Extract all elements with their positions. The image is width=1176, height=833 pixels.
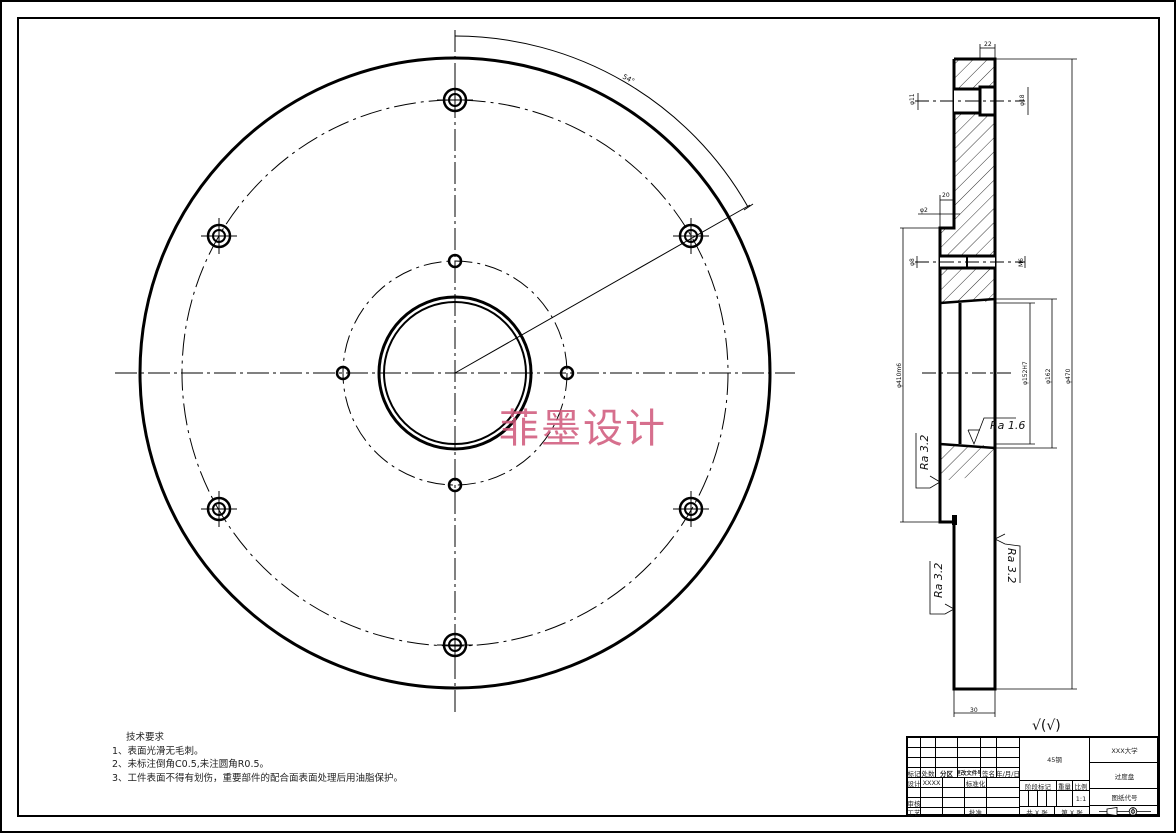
roughness-left-upper: Ra 3.2 xyxy=(918,435,931,470)
material: 45钢 xyxy=(1020,738,1090,781)
projection-symbol-icon xyxy=(1090,806,1159,816)
dim-top-width: 22 xyxy=(984,41,992,48)
angle-dimension-text: 54° xyxy=(621,73,636,86)
hole-crosshairs xyxy=(201,82,709,663)
dim-step-width: 20 xyxy=(942,192,950,199)
roughness-labels: Ra 1.6 Ra 3.2 Ra 3.2 Ra 3.2 √(√) xyxy=(918,419,1061,734)
roughness-right-lower: Ra 3.2 xyxy=(1005,548,1018,583)
label-mark: 标记 xyxy=(908,768,921,778)
dim-step-depth: φ2 xyxy=(920,207,928,214)
roughness-left-lower: Ra 3.2 xyxy=(932,563,945,598)
label-stage: 阶段标记 xyxy=(1020,781,1057,791)
angle-dimension-arc xyxy=(454,35,749,208)
label-weight: 重量 xyxy=(1057,781,1073,791)
roughness-bore: Ra 1.6 xyxy=(990,419,1025,432)
inner-border xyxy=(17,17,1160,817)
section-view xyxy=(900,44,1077,717)
dim-hole-right: φ18 xyxy=(1019,94,1026,106)
scale-value: 1:1 xyxy=(1073,791,1090,807)
dim-small-hole-left: φ8 xyxy=(909,258,916,266)
small-holes xyxy=(335,253,575,493)
dim-bore-diameter: φ152H7 xyxy=(1022,361,1029,385)
requirement-item: 1、表面光滑无毛刺。 xyxy=(112,745,204,757)
drawing-number-label: 图纸代号 xyxy=(1090,789,1159,806)
title-block: 标记 处数 分区 更改文件号 签名 年/月/日 设计 XXXX 标准化 审核 工… xyxy=(906,736,1159,816)
label-zone: 分区 xyxy=(936,768,958,778)
requirement-item: 2、未标注倒角C0.5,未注圆角R0.5。 xyxy=(112,759,270,770)
outer-circle xyxy=(138,56,772,690)
label-sign: 签名 xyxy=(981,768,997,778)
label-design: 设计 xyxy=(908,778,921,788)
bore-inner xyxy=(383,301,527,445)
label-date: 年/月/日 xyxy=(997,768,1020,778)
inner-pitch-circle xyxy=(342,260,568,486)
general-roughness: √(√) xyxy=(1032,718,1061,734)
label-approve: 批准 xyxy=(965,808,987,816)
sheet-number: 第 X 张 xyxy=(1055,807,1090,816)
school-name: XXX大学 xyxy=(1090,738,1159,763)
part-name: 过度盘 xyxy=(1090,763,1159,789)
label-count: 处数 xyxy=(921,768,936,778)
dim-hole-left: φ11 xyxy=(909,93,916,105)
label-scale: 比例 xyxy=(1073,781,1090,791)
label-process: 工艺 xyxy=(908,808,921,816)
designer-name: XXXX xyxy=(921,778,943,788)
bore-outer xyxy=(377,295,533,451)
dim-small-hole-right: M6 xyxy=(1018,258,1025,267)
section-dimension-labels: 22 φ11 φ18 20 φ2 φ8 M6 φ410m6 φ152H7 φ16… xyxy=(896,41,1072,714)
dim-overall-diameter: φ470 xyxy=(1065,368,1072,384)
dim-bottom-width: 30 xyxy=(970,707,978,714)
requirements-title: 技术要求 xyxy=(126,732,165,743)
angle-leader xyxy=(454,204,751,374)
roughness-symbols xyxy=(915,417,1021,615)
label-standardize: 标准化 xyxy=(965,778,987,788)
dim-left-diameter: φ410m6 xyxy=(896,363,903,388)
label-review: 审核 xyxy=(908,798,921,808)
watermark: 菲墨设计 xyxy=(499,406,667,452)
technical-requirements: 技术要求 1、表面光滑无毛刺。 2、未标注倒角C0.5,未注圆角R0.5。 3、… xyxy=(112,731,403,785)
front-view xyxy=(115,30,795,715)
label-change-doc: 更改文件号 xyxy=(958,768,981,778)
dim-bore-outer: φ162 xyxy=(1045,368,1052,384)
sheets-total: 共 X 张 xyxy=(1020,807,1055,816)
requirement-item: 3、工件表面不得有划伤，重要部件的配合面表面处理后用油脂保护。 xyxy=(112,772,404,784)
